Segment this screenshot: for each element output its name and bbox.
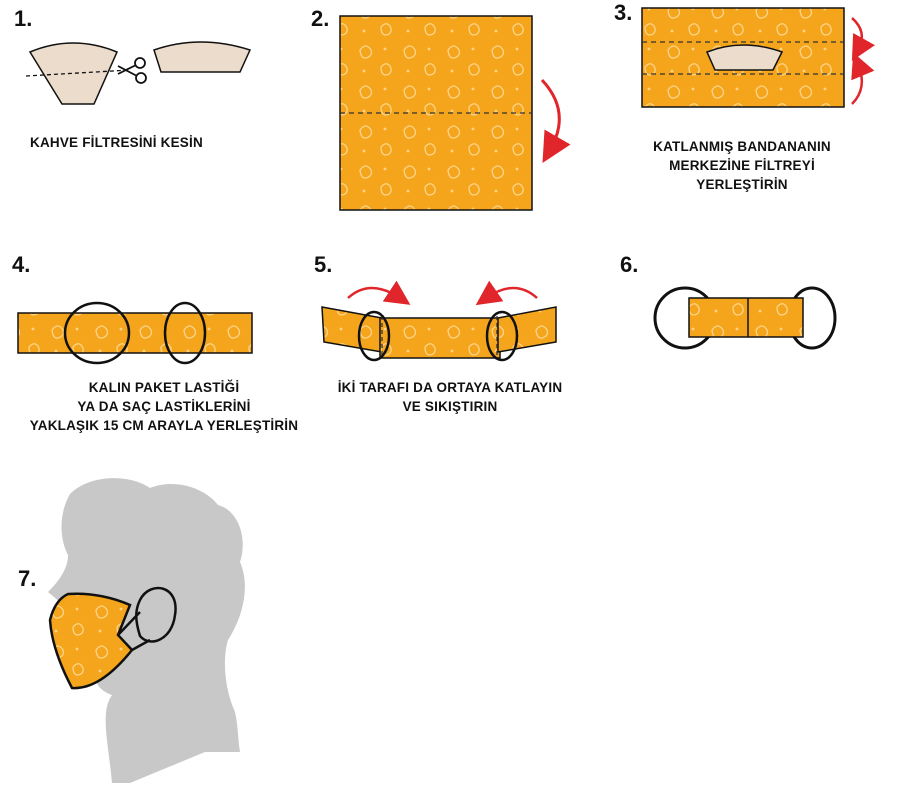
step-number: 4. (12, 252, 31, 277)
caption-line: YA DA SAÇ LASTİKLERİNİ (77, 399, 251, 414)
folded-mask (688, 297, 804, 338)
bandana-strip (17, 312, 253, 354)
caption-line: MERKEZİNE FİLTREYİ (669, 158, 815, 173)
rubber-band-right (485, 310, 519, 362)
rubber-band-left (357, 310, 391, 362)
step-5-caption: İKİ TARAFI DA ORTAYA KATLAYIN VE SIKIŞTI… (320, 378, 580, 416)
step-5-illustration (321, 280, 557, 362)
caption-line: KATLANMIŞ BANDANANIN (653, 139, 831, 154)
fold-right-arrow-icon (347, 280, 411, 305)
caption-line: KAHVE FİLTRESİNİ KESİN (30, 135, 203, 150)
strip-middle (379, 317, 501, 359)
step-number: 2. (311, 6, 330, 31)
step-2-illustration (339, 15, 571, 211)
strip-left-end (321, 306, 383, 353)
fold-left-arrow-icon (475, 280, 538, 306)
step-1-caption: KAHVE FİLTRESİNİ KESİN (30, 133, 230, 152)
step-number: 5. (314, 252, 333, 277)
caption-line: YERLEŞTİRİN (696, 177, 788, 192)
mask-strap (117, 611, 151, 652)
step-number: 1. (14, 6, 33, 31)
rubber-band-left (63, 301, 131, 365)
step-6-illustration (653, 286, 837, 350)
step-3-caption: KATLANMIŞ BANDANANIN MERKEZİNE FİLTREYİ … (622, 137, 862, 194)
step-1-illustration (25, 41, 252, 105)
fold-up-arrow-icon (851, 52, 875, 105)
filter-top-piece (153, 41, 252, 73)
caption-line: VE SIKIŞTIRIN (402, 399, 498, 414)
scissors-icon (117, 57, 147, 84)
step-7-illustration (48, 478, 245, 783)
ear (135, 586, 177, 643)
caption-line: KALIN PAKET LASTİĞİ (88, 380, 240, 395)
coffee-filter (28, 42, 118, 105)
step-4-caption: KALIN PAKET LASTİĞİ YA DA SAÇ LASTİKLERİ… (14, 378, 314, 435)
rubber-band-right (163, 301, 207, 365)
step-number: 6. (620, 252, 639, 277)
fold-arrow-icon (540, 78, 571, 163)
cut-line (25, 69, 131, 77)
coffee-filter-placed (705, 44, 784, 71)
step-3-illustration (641, 7, 875, 108)
step-number: 7. (18, 566, 37, 591)
step-number: 3. (614, 0, 633, 25)
caption-line: İKİ TARAFI DA ORTAYA KATLAYIN (337, 380, 563, 395)
fold-down-arrow-icon (851, 17, 875, 61)
face-mask (48, 592, 134, 690)
caption-line: YAKLAŞIK 15 CM ARAYLA YERLEŞTİRİN (29, 418, 299, 433)
step-4-illustration (17, 301, 253, 365)
